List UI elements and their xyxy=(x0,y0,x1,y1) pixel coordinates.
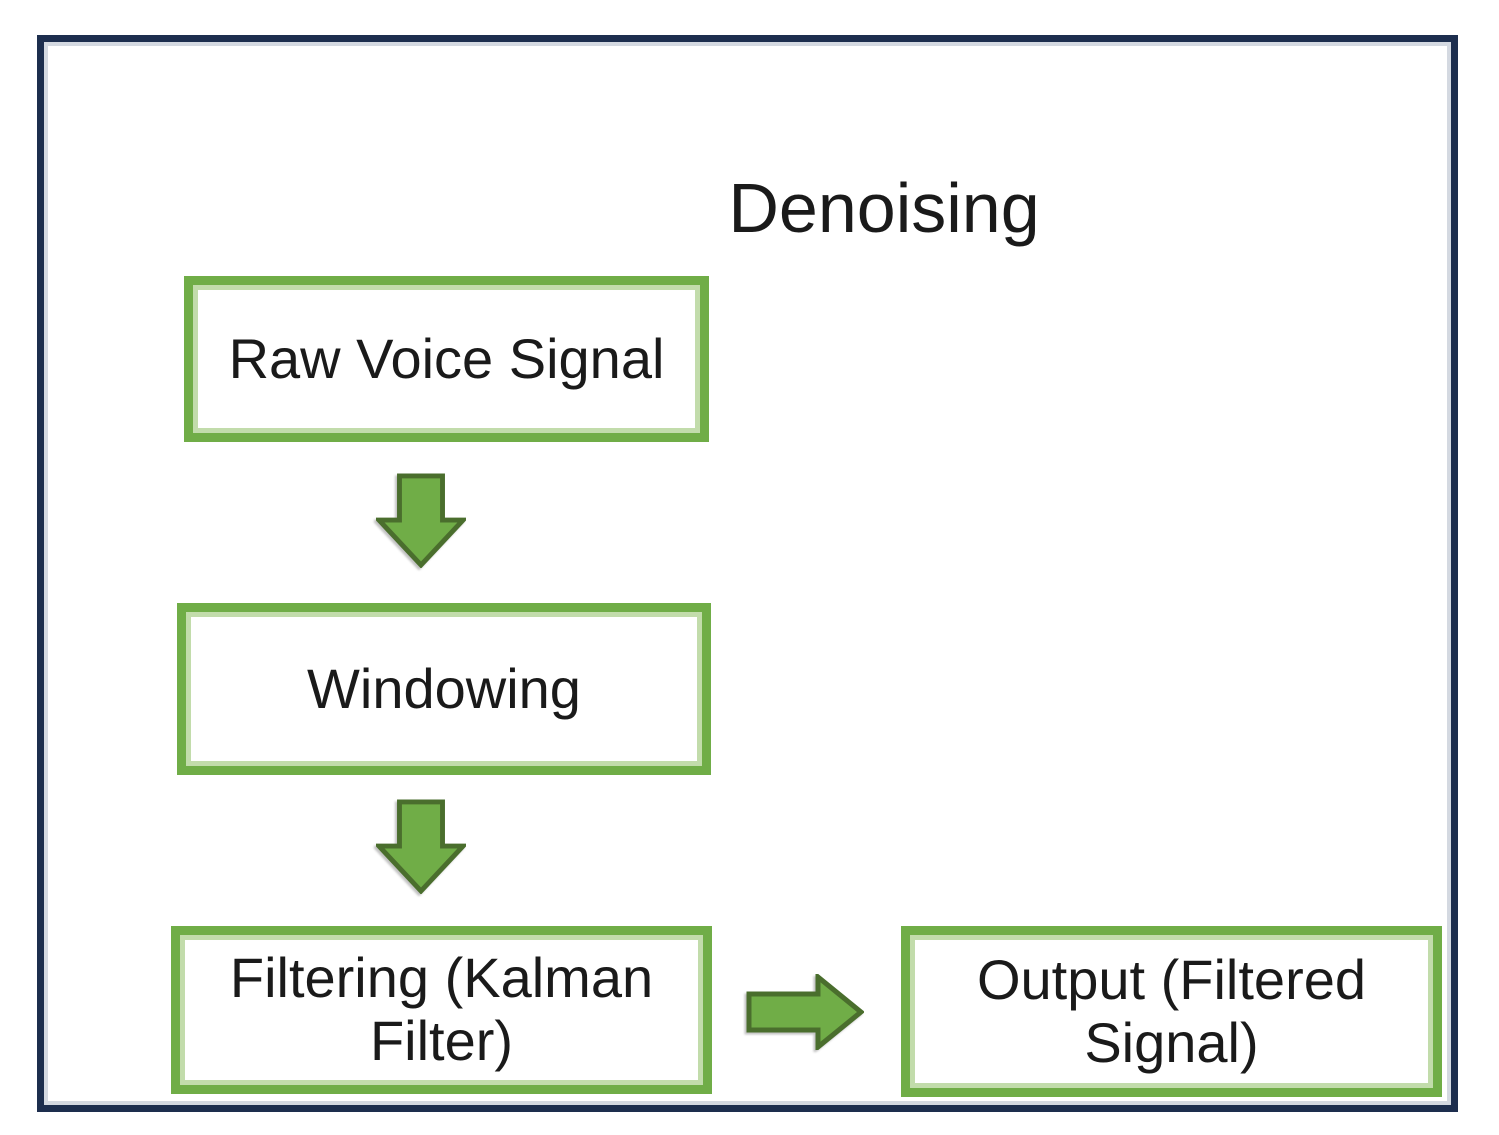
node-label: Raw Voice Signal xyxy=(228,326,665,390)
node-filtering-kalman: Filtering (Kalman Filter) xyxy=(171,926,712,1094)
node-windowing: Windowing xyxy=(177,603,711,775)
down-arrow-icon xyxy=(376,473,466,568)
down-arrow-icon xyxy=(376,799,466,894)
node-label: Filtering (Kalman Filter) xyxy=(229,946,654,1072)
node-raw-voice-signal: Raw Voice Signal xyxy=(184,276,709,442)
slide-frame: Denoising Raw Voice Signal Windowing Fil… xyxy=(37,35,1458,1112)
node-output-filtered: Output (Filtered Signal) xyxy=(901,926,1442,1097)
right-arrow-icon xyxy=(746,974,864,1050)
diagram-title: Denoising xyxy=(728,169,1040,247)
node-label: Windowing xyxy=(307,656,581,720)
node-label: Output (Filtered Signal) xyxy=(976,947,1367,1074)
